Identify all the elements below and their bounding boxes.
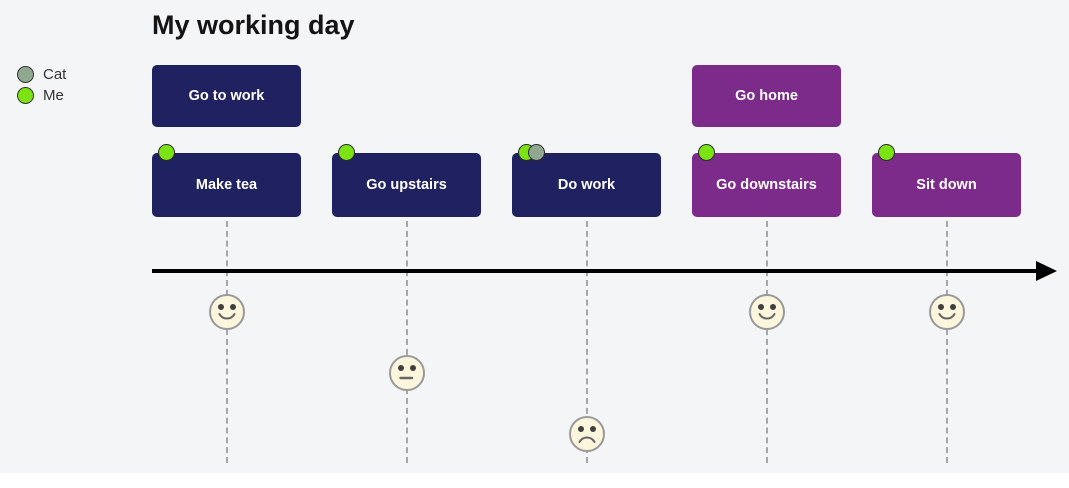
- task-label: Do work: [557, 177, 616, 193]
- task-box-go-upstairs: Go upstairs: [332, 144, 481, 217]
- happy-face-icon: [749, 294, 785, 330]
- legend-item-cat: Cat: [17, 66, 66, 83]
- me-actor-dot-icon: [338, 144, 355, 161]
- task-label: Go upstairs: [366, 177, 447, 193]
- me-actor-dot-icon: [878, 144, 895, 161]
- cat-actor-dot-icon: [17, 66, 34, 83]
- task-box-make-tea: Make tea: [152, 144, 301, 217]
- task-label: Make tea: [195, 177, 258, 193]
- me-actor-dot-icon: [17, 87, 34, 104]
- timeline-gridline: [586, 221, 588, 463]
- legend-label-me: Me: [43, 87, 64, 104]
- section-label: Go to work: [188, 88, 265, 104]
- section-box-go-home: Go home: [692, 65, 841, 127]
- diagram-title: My working day: [152, 10, 355, 40]
- timeline-gridline: [946, 221, 948, 463]
- task-box-sit-down: Sit down: [872, 144, 1021, 217]
- timeline-axis: [152, 269, 1038, 273]
- me-actor-dot-icon: [698, 144, 715, 161]
- timeline-gridline: [766, 221, 768, 463]
- task-label: Go downstairs: [716, 177, 817, 193]
- task-box-do-work: Do work: [512, 144, 661, 217]
- legend-item-me: Me: [17, 87, 64, 104]
- me-actor-dot-icon: [158, 144, 175, 161]
- happy-face-icon: [929, 294, 965, 330]
- task-box-go-downstairs: Go downstairs: [692, 144, 841, 217]
- cat-actor-dot-icon: [528, 144, 545, 161]
- timeline-arrowhead-icon: [1036, 261, 1057, 281]
- section-label: Go home: [735, 88, 798, 104]
- section-box-go-to-work: Go to work: [152, 65, 301, 127]
- happy-face-icon: [209, 294, 245, 330]
- neutral-face-icon: [389, 355, 425, 391]
- legend-label-cat: Cat: [43, 66, 67, 83]
- timeline-gridline: [406, 221, 408, 463]
- task-label: Sit down: [916, 177, 977, 193]
- timeline-gridline: [226, 221, 228, 463]
- sad-face-icon: [569, 416, 605, 452]
